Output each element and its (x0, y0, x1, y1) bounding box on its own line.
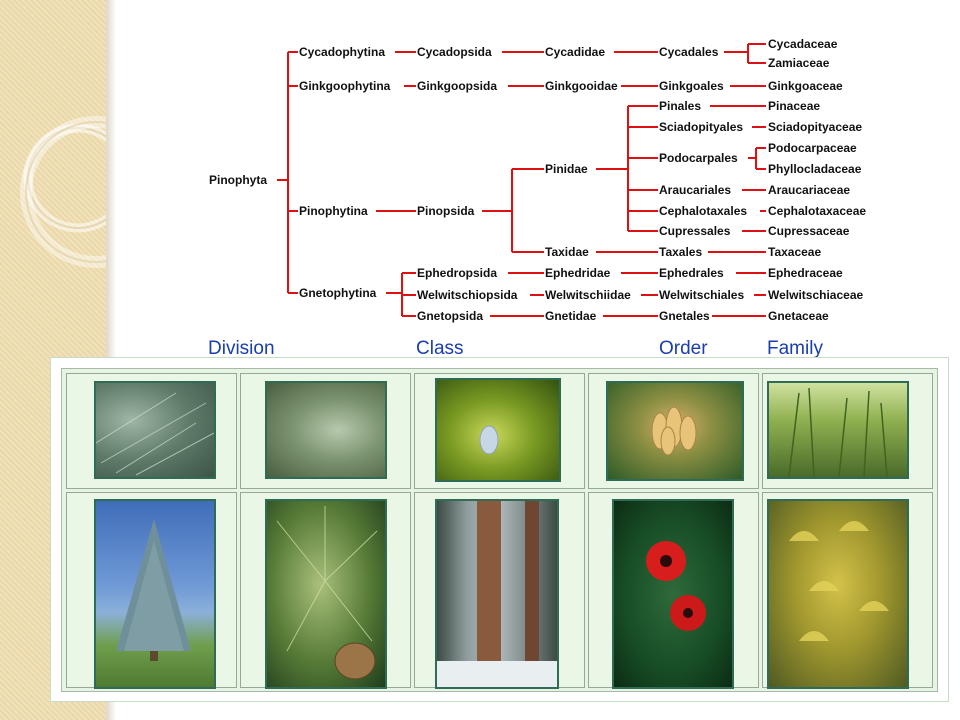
taxon-pinophyta: Pinophyta (209, 173, 267, 187)
taxon-podocarpales: Podocarpales (659, 151, 738, 165)
photo-yew-shoot-with-cone (435, 378, 561, 482)
sequoia-trunks (437, 501, 557, 687)
taxon-araucariales: Araucariales (659, 183, 731, 197)
taxon-cycadidae: Cycadidae (545, 45, 605, 59)
spruce-shape (116, 519, 191, 661)
taxon-cupressales: Cupressales (659, 224, 731, 238)
taxon-welwitschiales: Welwitschiales (659, 288, 744, 302)
gallery-cell (588, 373, 759, 489)
photo-juniper-foliage (265, 381, 387, 479)
photo-ginkgo-yellow-leaves (767, 499, 909, 689)
taxon-ginkgoales: Ginkgoales (659, 79, 724, 93)
taxon-phyllocladaceae: Phyllocladaceae (768, 162, 862, 176)
taxon-gnetaceae: Gnetaceae (768, 309, 829, 323)
taxon-pinopsida: Pinopsida (417, 204, 475, 218)
tree-labels: Pinophyta CycadophytinaGinkgoophytinaPino… (209, 37, 866, 323)
red-arils (646, 541, 706, 631)
taxon-ephedrales: Ephedrales (659, 266, 724, 280)
photo-pine-branch-with-cone (265, 499, 387, 689)
gallery-grid (61, 368, 938, 692)
taxon-sciadopityaceae: Sciadopityaceae (768, 120, 862, 134)
taxon-gnetophytina: Gnetophytina (299, 286, 377, 300)
taxon-cephalotaxaceae: Cephalotaxaceae (768, 204, 866, 218)
photo-cycad-male-cones (606, 381, 744, 481)
taxon-sciadopityales: Sciadopityales (659, 120, 743, 134)
taxon-ephedridae: Ephedridae (545, 266, 611, 280)
decorative-rings (20, 116, 106, 268)
taxon-zamiaceae: Zamiaceae (768, 56, 830, 70)
gallery-cell (240, 373, 411, 489)
taxon-taxales: Taxales (659, 245, 702, 259)
tree-branches (277, 43, 766, 317)
rank-label-division: Division (208, 338, 275, 359)
taxon-pinaceae: Pinaceae (768, 99, 820, 113)
taxon-pinophytina: Pinophytina (299, 204, 368, 218)
stems-pattern (788, 387, 888, 477)
taxon-cycadaceae: Cycadaceae (768, 37, 838, 51)
gallery-cell (66, 373, 237, 489)
rank-label-class: Class (416, 338, 464, 359)
taxon-ephedraceae: Ephedraceae (768, 266, 843, 280)
taxon-welwitschiopsida: Welwitschiopsida (417, 288, 518, 302)
gallery-cell (762, 373, 933, 489)
gallery-cell (762, 492, 933, 689)
taxon-cycadales: Cycadales (659, 45, 719, 59)
cone-shape (479, 425, 499, 455)
taxon-welwitschiidae: Welwitschiidae (545, 288, 631, 302)
taxon-ginkgoopsida: Ginkgoopsida (417, 79, 497, 93)
taxon-taxaceae: Taxaceae (768, 245, 821, 259)
taxon-welwitschiaceae: Welwitschiaceae (768, 288, 863, 302)
taxon-araucariaceae: Araucariaceae (768, 183, 850, 197)
taxon-pinales: Pinales (659, 99, 701, 113)
photo-giant-sequoia-forest (435, 499, 559, 689)
taxon-gnetales: Gnetales (659, 309, 710, 323)
taxon-podocarpaceae: Podocarpaceae (768, 141, 857, 155)
taxon-pinidae: Pinidae (545, 162, 588, 176)
taxon-cephalotaxales: Cephalotaxales (659, 204, 747, 218)
taxon-cycadophytina: Cycadophytina (299, 45, 385, 59)
taxon-gnetopsida: Gnetopsida (417, 309, 483, 323)
pine-needles (276, 506, 378, 680)
photo-yew-red-arils (612, 499, 734, 689)
needles-pattern (96, 392, 214, 476)
rank-label-family: Family (767, 338, 823, 359)
gallery-cell (66, 492, 237, 689)
gallery-cell (414, 492, 585, 689)
ginkgo-leaves (789, 521, 889, 641)
rank-label-order: Order (659, 338, 708, 359)
taxon-gnetidae: Gnetidae (545, 309, 597, 323)
photo-blue-spruce-tree (94, 499, 216, 689)
taxon-ginkgoophytina: Ginkgoophytina (299, 79, 391, 93)
taxon-cupressaceae: Cupressaceae (768, 224, 850, 238)
gallery-cell (240, 492, 411, 689)
taxon-taxidae: Taxidae (545, 245, 589, 259)
photo-ephedra-shrub (767, 381, 909, 479)
cones-cluster (651, 406, 697, 456)
photo-deodar-cedar-branch (94, 381, 216, 479)
taxon-ginkgooidae: Ginkgooidae (545, 79, 618, 93)
taxon-ginkgoaceae: Ginkgoaceae (768, 79, 843, 93)
gallery-cell (588, 492, 759, 689)
conifer-photo-gallery (50, 357, 949, 702)
taxon-ephedropsida: Ephedropsida (417, 266, 497, 280)
taxonomy-tree: Pinophyta CycadophytinaGinkgoophytinaPino… (209, 37, 866, 323)
gallery-cell (414, 373, 585, 489)
taxon-cycadopsida: Cycadopsida (417, 45, 492, 59)
